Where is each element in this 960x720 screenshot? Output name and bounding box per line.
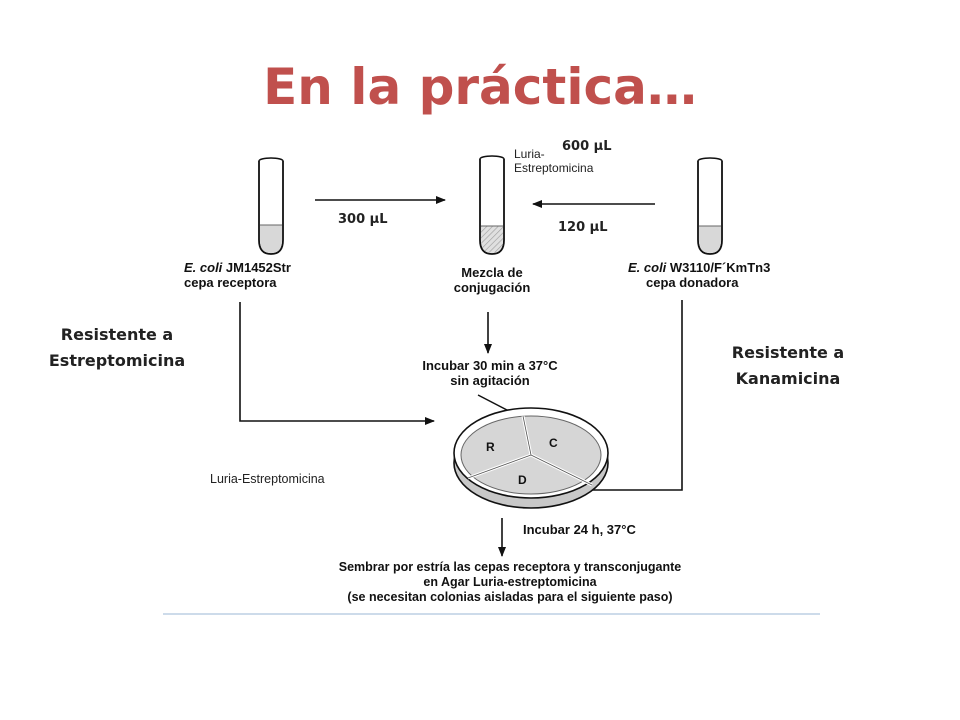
volume-donor: 120 µL <box>558 220 608 235</box>
receptor-tube <box>258 157 284 255</box>
incubate-step-1-line2: sin agitación <box>450 373 530 388</box>
mix-medium-line2: Estreptomicina <box>514 161 594 175</box>
plate-section-r: R <box>486 440 495 454</box>
receptor-role: cepa receptora <box>184 275 277 290</box>
mix-label: Mezcla de conjugación <box>432 265 552 295</box>
plate-medium-label: Luria-Estreptomicina <box>210 472 325 486</box>
resistance-right-line1: Resistente a <box>731 343 845 362</box>
mix-label-line1: Mezcla de <box>461 265 523 280</box>
incubate-step-1: Incubar 30 min a 37°C sin agitación <box>405 358 575 388</box>
plate-section-d: D <box>518 473 527 487</box>
slide-title: En la práctica… <box>263 58 697 116</box>
petri-plate <box>453 407 609 509</box>
resistance-left-line1: Resistente a <box>60 325 174 344</box>
incubate-step-1-line1: Incubar 30 min a 37°C <box>422 358 558 373</box>
incubate-step-2: Incubar 24 h, 37°C <box>523 522 636 537</box>
arrow-receptor-to-plate <box>239 302 435 425</box>
receptor-strain-label: E. coli JM1452Str cepa receptora <box>184 260 291 290</box>
receptor-species: E. coli <box>184 260 223 275</box>
mix-label-line2: conjugación <box>453 280 531 295</box>
mix-medium-label: Luria- Estreptomicina <box>514 147 593 175</box>
donor-role: cepa donadora <box>646 275 739 290</box>
final-step-line2: en Agar Luria-estreptomicina <box>423 575 597 589</box>
resistance-right: Resistente a Kanamicina <box>713 340 863 392</box>
resistance-left: Resistente a Estreptomicina <box>36 322 198 374</box>
donor-strain-label: E. coli W3110/F´KmTn3 cepa donadora <box>628 260 770 290</box>
final-step-line1: Sembrar por estría las cepas receptora y… <box>338 560 682 574</box>
plate-section-c: C <box>549 436 558 450</box>
volume-receptor: 300 µL <box>338 212 388 227</box>
donor-tube <box>697 157 723 255</box>
volume-medium: 600 µL <box>562 139 612 154</box>
resistance-left-line2: Estreptomicina <box>48 351 186 370</box>
receptor-strain: JM1452Str <box>222 260 291 275</box>
final-step-line3: (se necesitan colonias aisladas para el … <box>347 590 673 604</box>
mix-tube <box>479 155 505 255</box>
donor-strain: W3110/F´KmTn3 <box>666 260 771 275</box>
donor-species: E. coli <box>628 260 667 275</box>
final-step: Sembrar por estría las cepas receptora y… <box>300 560 720 605</box>
resistance-right-line2: Kanamicina <box>735 369 841 388</box>
mix-medium-line1: Luria- <box>514 147 545 161</box>
